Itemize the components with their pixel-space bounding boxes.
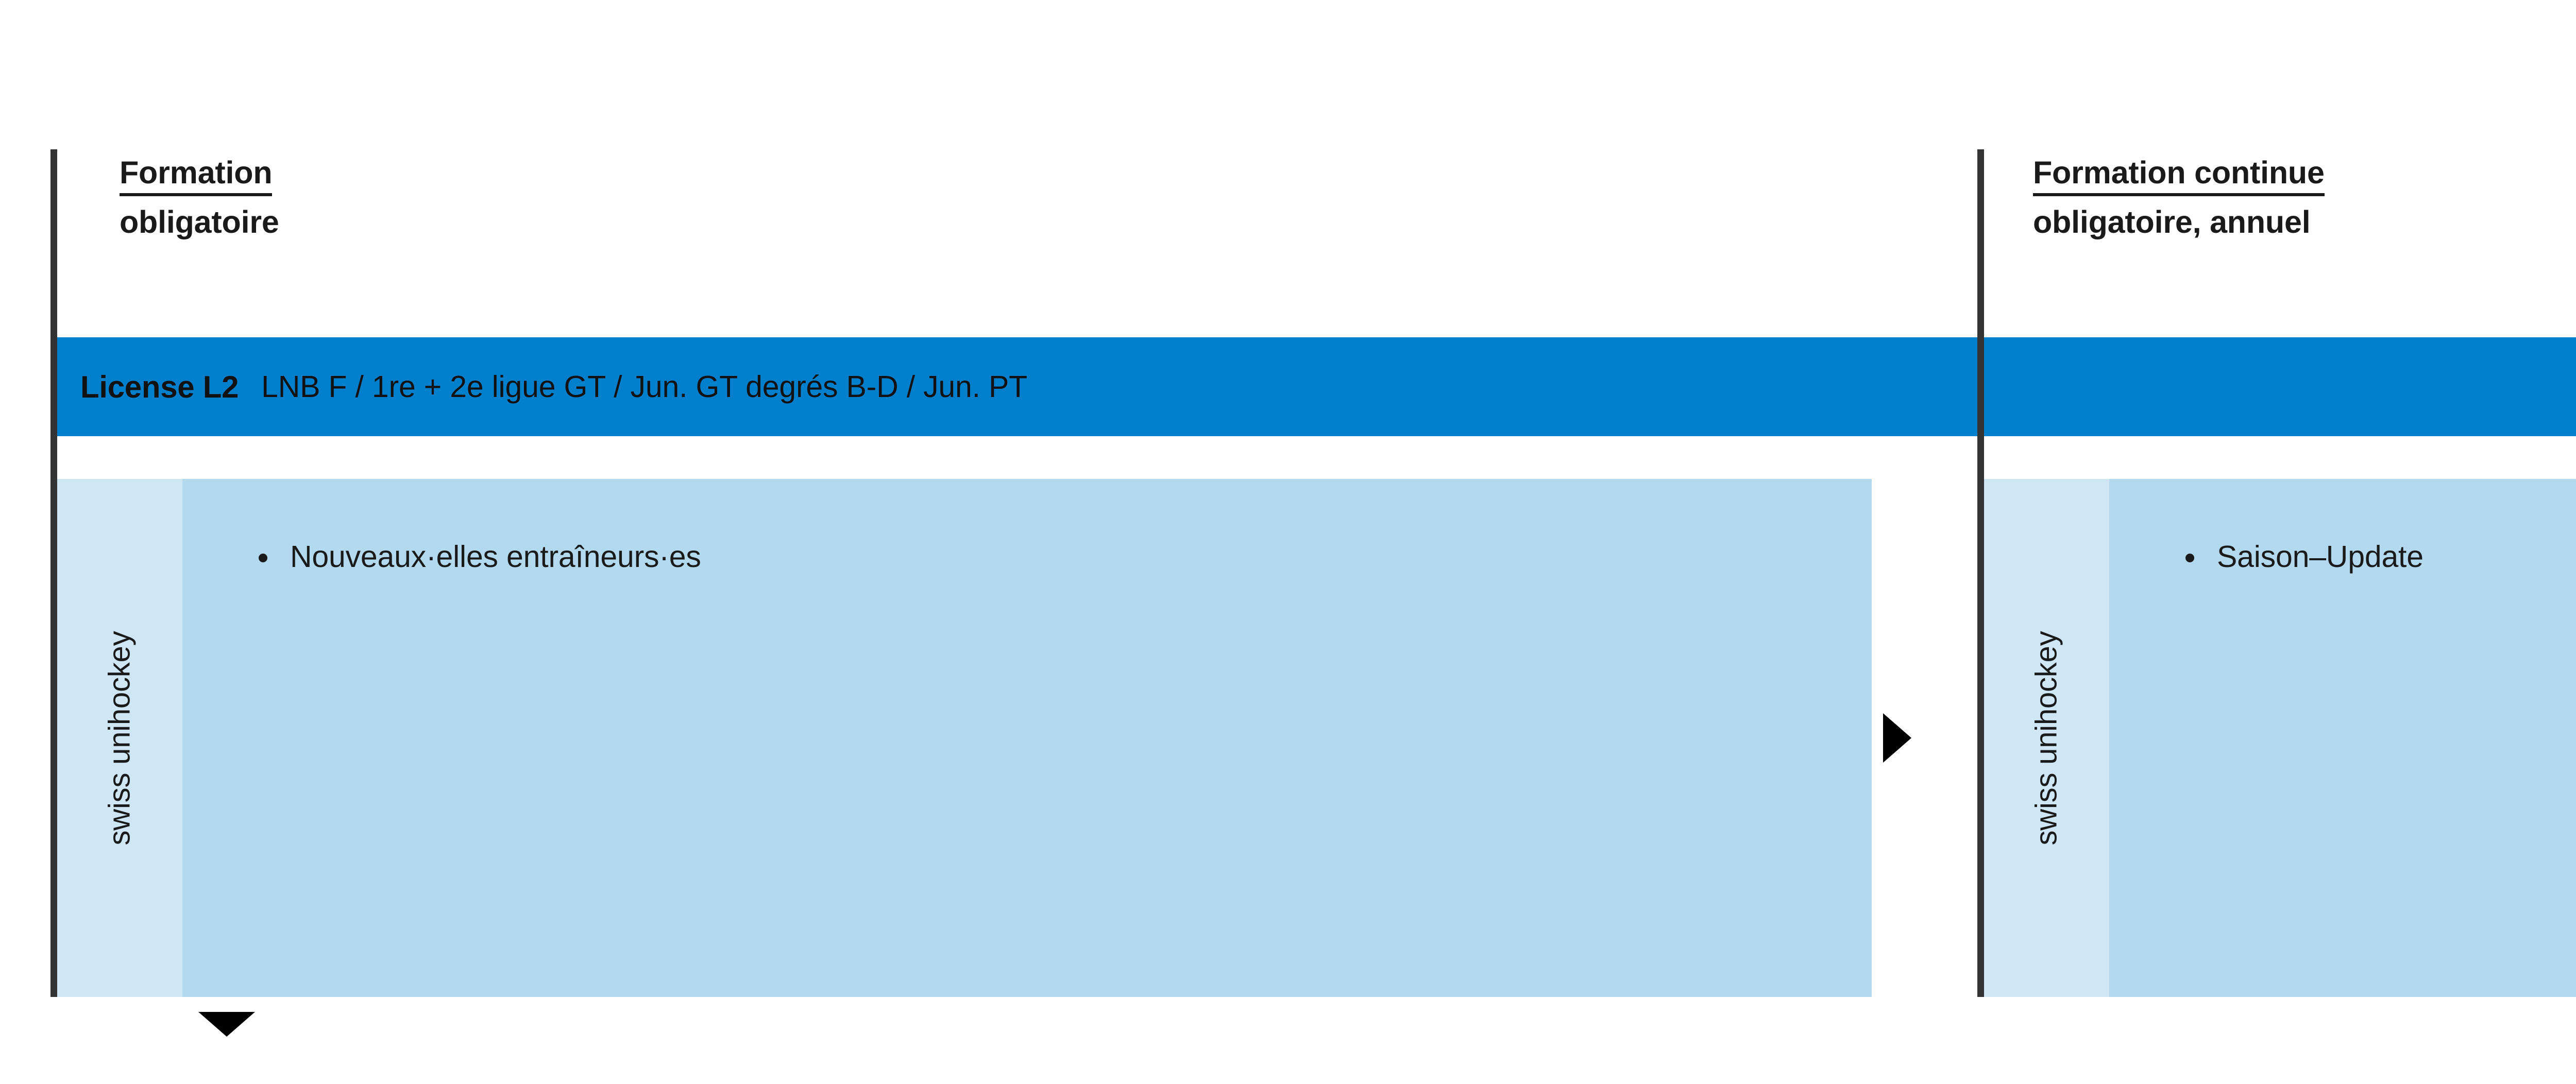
- play-triangle-right-icon-1: [1883, 713, 1911, 763]
- bullet-point-icon: [259, 554, 267, 562]
- column-header-line1: Formation: [120, 154, 273, 196]
- play-triangle-down-icon: [198, 1012, 255, 1037]
- license-banner-segment-1: License L2 LNB F / 1re + 2e ligue GT / J…: [57, 337, 1978, 436]
- column-header-formation-continue-obligatoire: Formation continue obligatoire, annuel: [2033, 154, 2325, 241]
- list-item-label: Nouveaux·elles entraîneurs·es: [290, 540, 701, 574]
- license-detail: LNB F / 1re + 2e ligue GT / Jun. GT degr…: [261, 370, 1027, 404]
- license-banner-segment-2: [1984, 337, 2576, 436]
- list-item: Nouveaux·elles entraîneurs·es: [259, 538, 1804, 576]
- actor-strip-swiss-unihockey-1: [57, 479, 182, 997]
- actor-label-swiss-unihockey-2: swiss unihockey: [1984, 479, 2109, 997]
- list-item-label: Saison–Update: [2217, 540, 2424, 574]
- actor-label-text: swiss unihockey: [2030, 630, 2063, 846]
- actor-strip-swiss-unihockey-2: [1984, 479, 2109, 997]
- content-block-formation-continue-obligatoire: [2109, 479, 2576, 997]
- bullet-point-icon: [2185, 554, 2194, 562]
- license-label: License L2: [80, 369, 239, 404]
- column-divider-left: [50, 149, 57, 997]
- actor-label-text: swiss unihockey: [103, 630, 137, 846]
- column-header-line1: Formation continue: [2033, 154, 2325, 196]
- content-block-formation-obligatoire: [182, 479, 1872, 997]
- column-divider-middle: [1977, 149, 1984, 997]
- list-item: Saison–Update: [2185, 538, 2576, 576]
- actor-label-swiss-unihockey-1: swiss unihockey: [57, 479, 182, 997]
- column-header-formation-obligatoire: Formation obligatoire: [120, 154, 279, 241]
- column-header-line2: obligatoire, annuel: [2033, 204, 2311, 239]
- column-header-line2: obligatoire: [120, 204, 279, 239]
